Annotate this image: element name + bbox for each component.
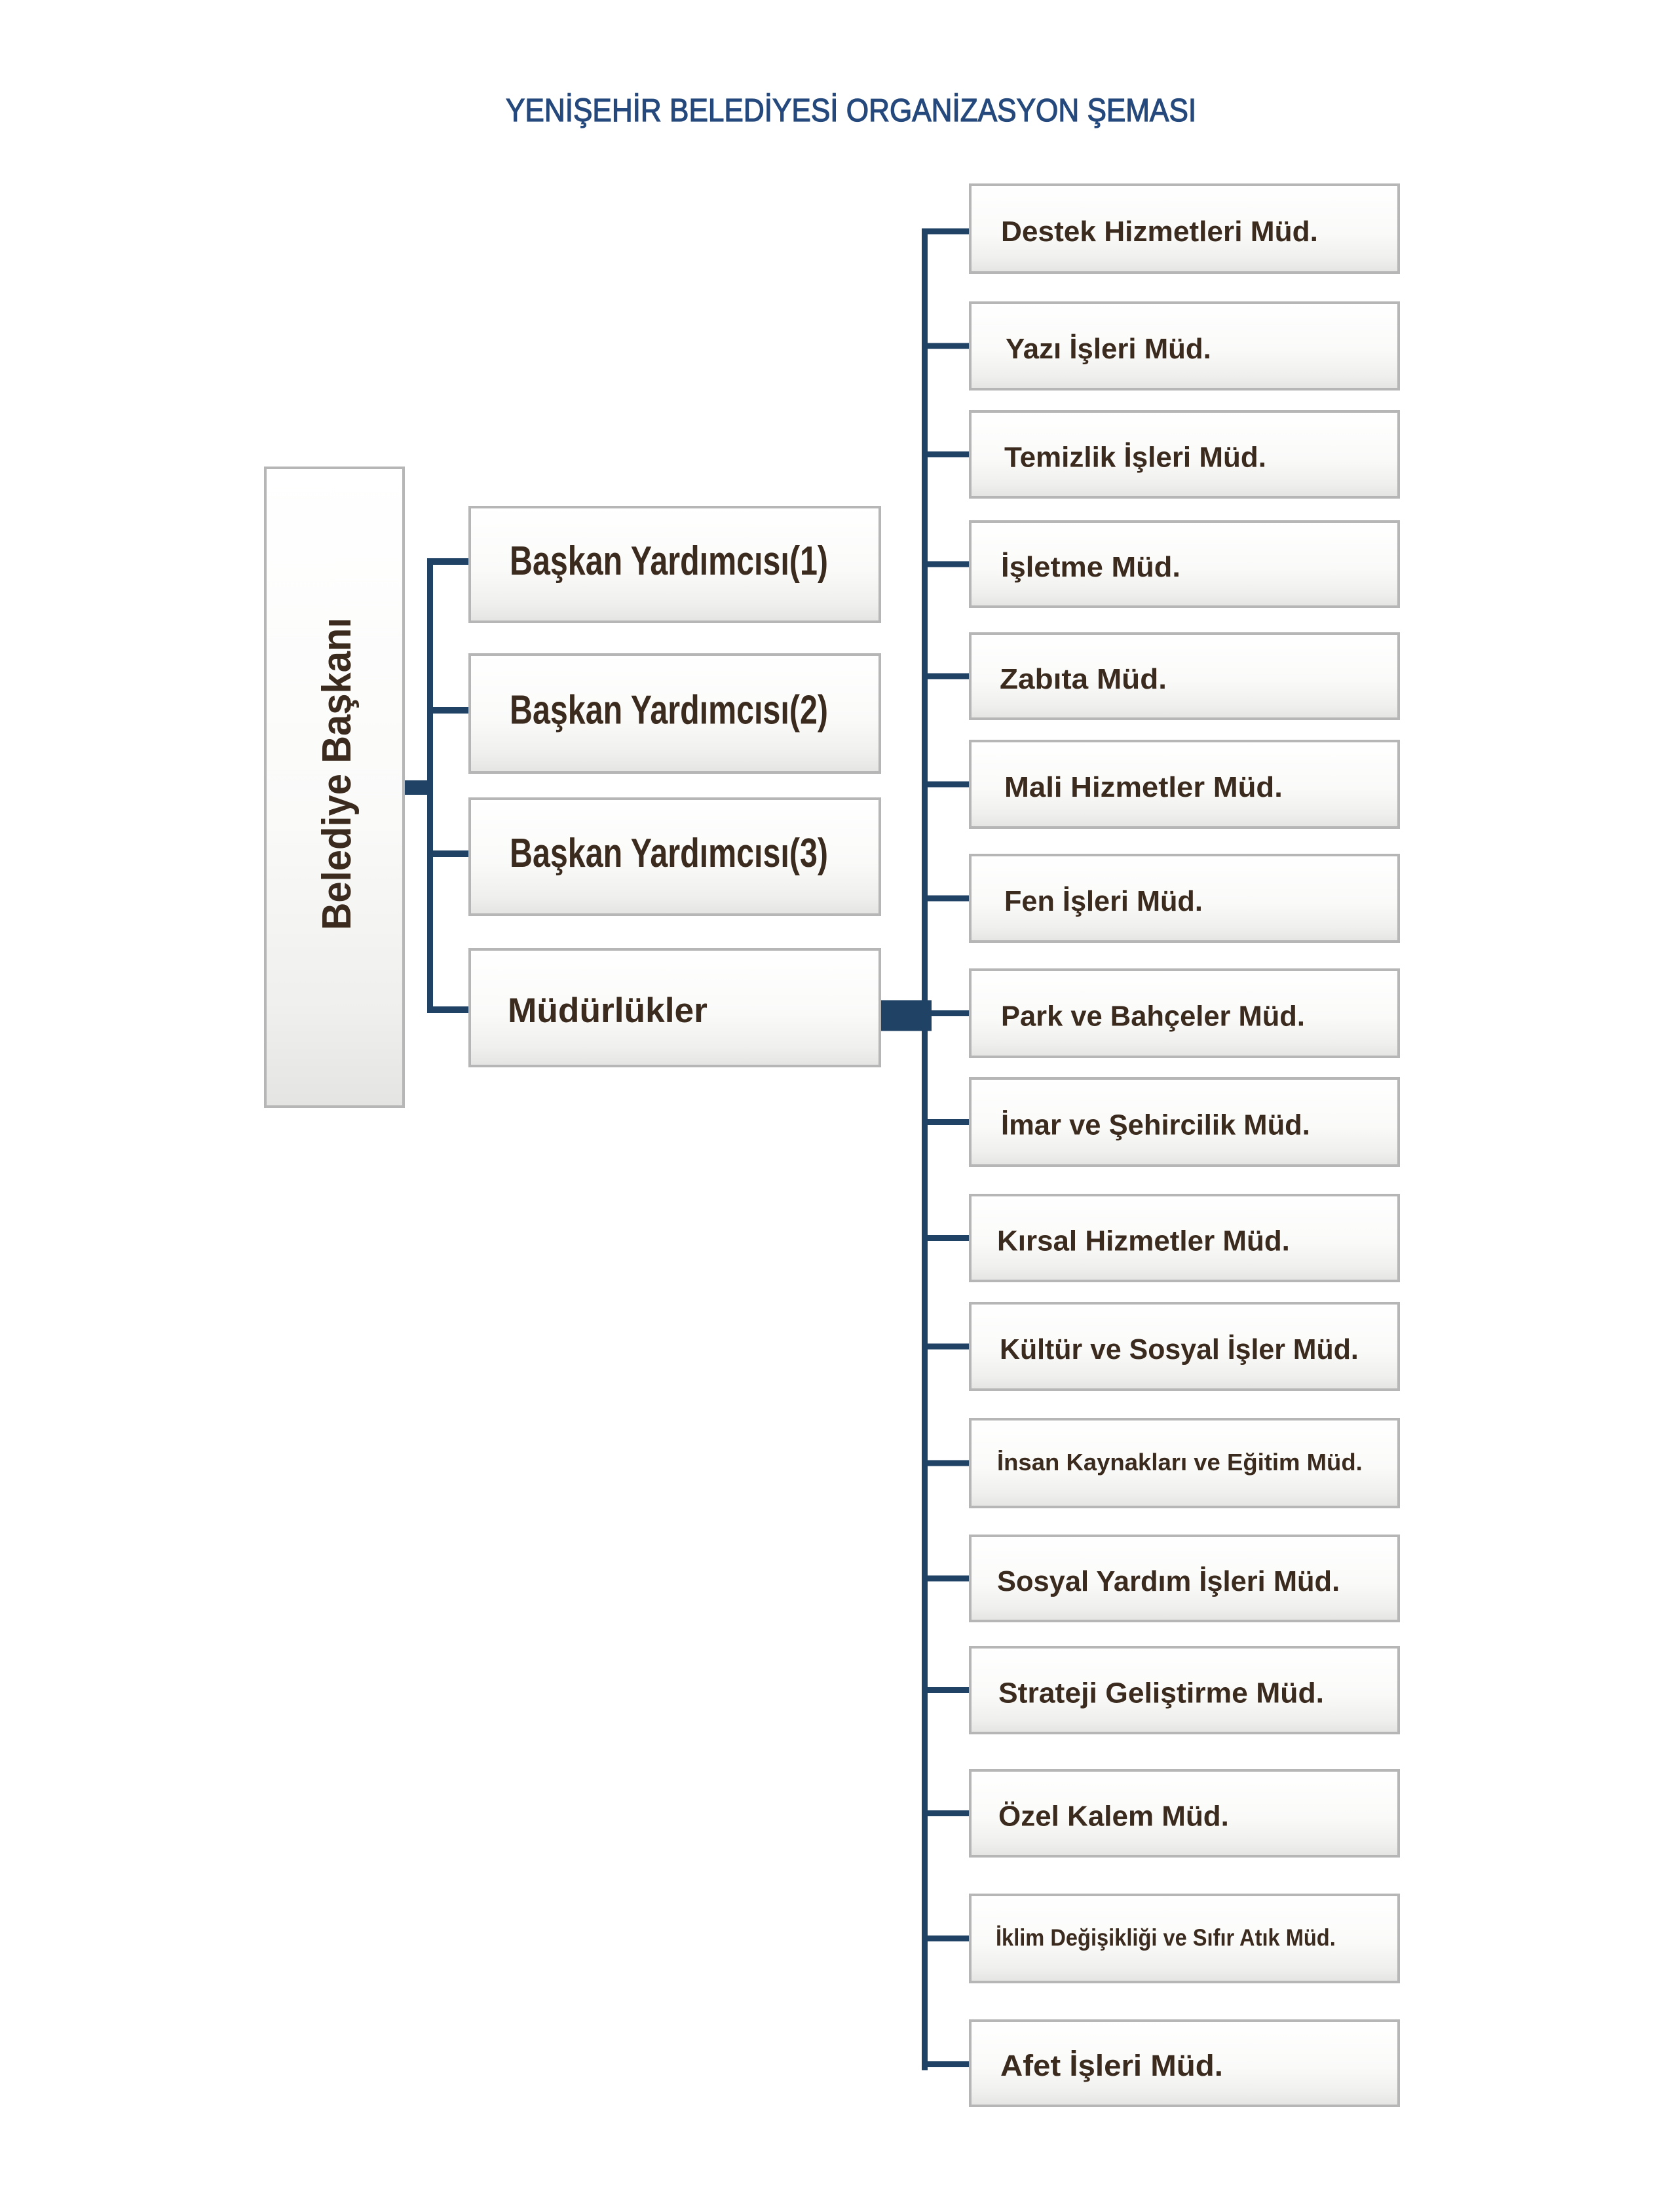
svg-text:Özel Kalem Müd.: Özel Kalem Müd. (998, 1801, 1229, 1833)
svg-text:Afet İşleri Müd.: Afet İşleri Müd. (1000, 2049, 1223, 2082)
svg-text:İşletme Müd.: İşletme Müd. (1001, 552, 1180, 583)
svg-text:Destek Hizmetleri Müd.: Destek Hizmetleri Müd. (1001, 216, 1318, 248)
svg-text:İklim Değişikliği ve Sıfır Atı: İklim Değişikliği ve Sıfır Atık Müd. (996, 1925, 1336, 1951)
svg-text:Temizlik İşleri Müd.: Temizlik İşleri Müd. (1004, 442, 1266, 474)
svg-text:Kırsal Hizmetler Müd.: Kırsal Hizmetler Müd. (997, 1225, 1290, 1257)
svg-text:Sosyal Yardım İşleri Müd.: Sosyal Yardım İşleri Müd. (997, 1566, 1340, 1597)
svg-text:Başkan Yardımcısı(3): Başkan Yardımcısı(3) (510, 830, 828, 875)
svg-text:Mali Hizmetler Müd.: Mali Hizmetler Müd. (1004, 772, 1283, 803)
svg-text:Başkan Yardımcısı(1): Başkan Yardımcısı(1) (510, 538, 828, 583)
svg-text:YENİŞEHİR BELEDİYESİ ORGANİZAS: YENİŞEHİR BELEDİYESİ ORGANİZASYON ŞEMASI (506, 92, 1196, 128)
svg-text:Fen İşleri Müd.: Fen İşleri Müd. (1004, 886, 1203, 917)
svg-text:Müdürlükler: Müdürlükler (508, 991, 708, 1030)
svg-text:Kültür ve Sosyal İşler Müd.: Kültür ve Sosyal İşler Müd. (1000, 1334, 1359, 1365)
svg-text:Yazı İşleri Müd.: Yazı İşleri Müd. (1006, 333, 1211, 365)
svg-text:İnsan Kaynakları ve Eğitim Müd: İnsan Kaynakları ve Eğitim Müd. (997, 1449, 1363, 1476)
svg-text:Park ve Bahçeler Müd.: Park ve Bahçeler Müd. (1001, 1001, 1305, 1032)
svg-text:Başkan Yardımcısı(2): Başkan Yardımcısı(2) (510, 687, 828, 733)
svg-text:Zabıta Müd.: Zabıta Müd. (1000, 664, 1167, 695)
svg-text:Strateji Geliştirme Müd.: Strateji Geliştirme Müd. (998, 1677, 1324, 1709)
svg-text:Belediye Başkanı: Belediye Başkanı (314, 618, 359, 930)
svg-text:İmar ve Şehircilik Müd.: İmar ve Şehircilik Müd. (1001, 1110, 1310, 1141)
